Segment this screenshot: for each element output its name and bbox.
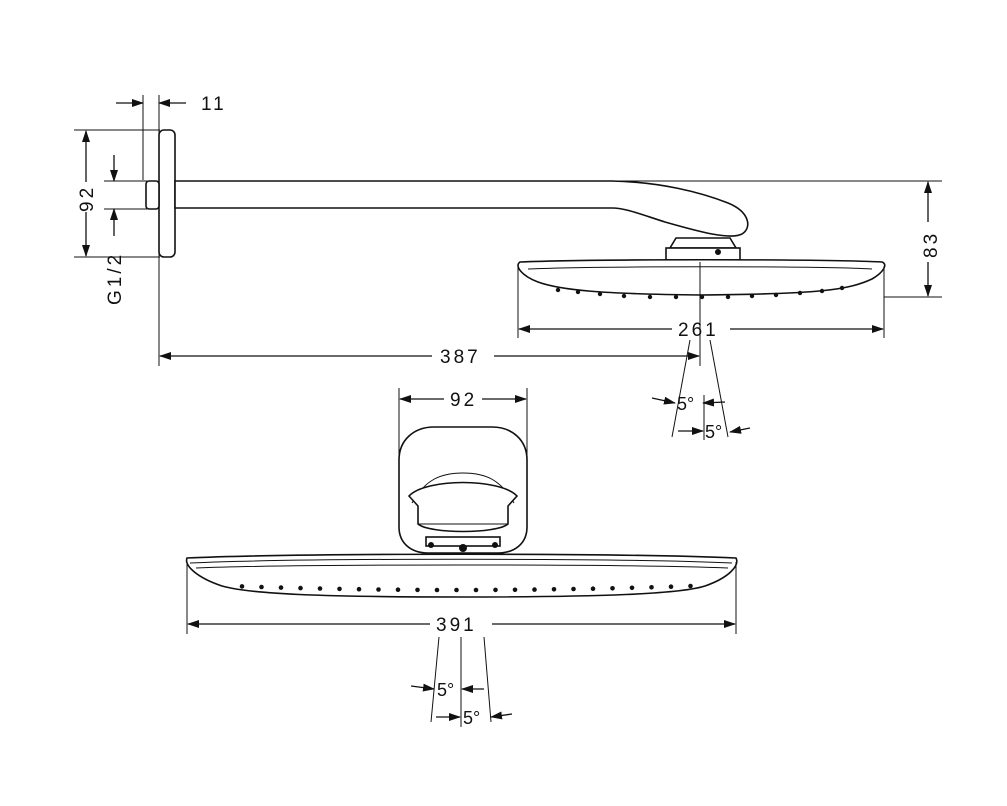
nozzle bbox=[688, 583, 693, 589]
nozzle bbox=[434, 587, 440, 593]
nozzle bbox=[317, 586, 323, 591]
dim-flange-height: 92 bbox=[77, 185, 98, 212]
nozzle bbox=[590, 586, 596, 591]
front-view: 92 391 5° 5° bbox=[185, 388, 738, 728]
dim-angle-b: 5° bbox=[705, 422, 722, 442]
nozzle bbox=[668, 584, 674, 589]
nozzle bbox=[298, 585, 303, 591]
dim-angle-a: 5° bbox=[677, 394, 694, 414]
dim-arm-width: 92 bbox=[450, 390, 477, 411]
dim-head-height: 83 bbox=[921, 231, 942, 258]
dim-angle-d: 5° bbox=[463, 708, 480, 728]
nozzle bbox=[649, 585, 654, 590]
shower-arm bbox=[174, 180, 749, 237]
nozzles-front bbox=[239, 583, 693, 593]
nozzle bbox=[376, 587, 381, 592]
nozzle bbox=[395, 587, 401, 592]
nozzle bbox=[278, 585, 284, 590]
nozzle bbox=[239, 584, 245, 589]
nozzle bbox=[532, 587, 537, 592]
shower-head-front bbox=[185, 553, 738, 598]
side-view: 11 92 G1/2 83 261 387 5° 5° bbox=[74, 94, 942, 442]
nozzle bbox=[337, 586, 342, 592]
swivel-joint bbox=[668, 237, 738, 249]
nozzle bbox=[610, 586, 615, 591]
dim-thread: G1/2 bbox=[105, 252, 126, 305]
nozzle bbox=[629, 585, 635, 591]
nozzle bbox=[493, 587, 498, 593]
shower-head-side bbox=[517, 258, 886, 296]
wall-flange bbox=[158, 129, 176, 258]
nozzle bbox=[259, 584, 264, 590]
nozzle bbox=[512, 587, 518, 593]
nozzle bbox=[454, 587, 459, 593]
joint-nut bbox=[665, 247, 741, 261]
dim-flange-thickness: 11 bbox=[201, 94, 227, 115]
nozzle bbox=[473, 587, 479, 593]
nozzles-side bbox=[555, 285, 845, 300]
connector-nub bbox=[145, 180, 160, 210]
nozzle bbox=[551, 587, 557, 592]
dim-head-depth: 261 bbox=[678, 320, 719, 341]
nozzle bbox=[415, 587, 420, 593]
dim-head-width: 391 bbox=[436, 615, 477, 636]
dim-angle-c: 5° bbox=[437, 680, 454, 700]
nozzle bbox=[356, 586, 362, 592]
nozzle bbox=[571, 586, 576, 592]
dim-projection: 387 bbox=[440, 347, 481, 368]
